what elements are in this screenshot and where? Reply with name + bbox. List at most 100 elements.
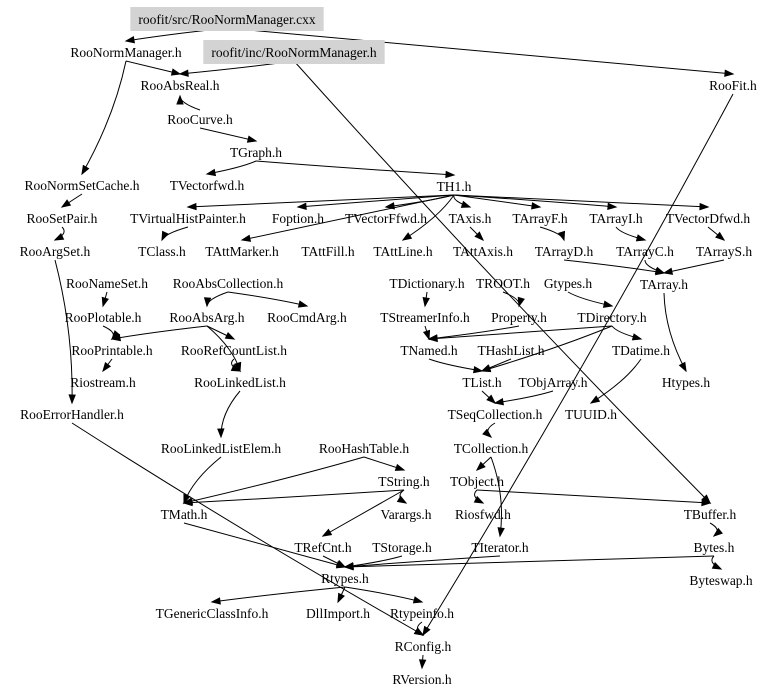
graph-node-tarrayi[interactable]: TArrayI.h: [589, 211, 643, 226]
node-label: TAttAxis.h: [453, 244, 513, 259]
graph-node-linkedlist[interactable]: RooLinkedList.h: [194, 375, 286, 390]
graph-node-tdirectory[interactable]: TDirectory.h: [577, 310, 646, 325]
graph-node-abscoll[interactable]: RooAbsCollection.h: [173, 276, 284, 291]
graph-node-tgraph[interactable]: TGraph.h: [230, 145, 282, 160]
arrowhead-icon: [81, 164, 90, 176]
graph-node-riosfwd[interactable]: Riosfwd.h: [455, 507, 511, 522]
graph-node-htypes[interactable]: Htypes.h: [662, 375, 711, 390]
graph-node-refcountlist[interactable]: RooRefCountList.h: [181, 343, 287, 358]
graph-node-tvectorfwd[interactable]: TVectorfwd.h: [170, 178, 245, 193]
graph-node-absarg[interactable]: RooAbsArg.h: [169, 310, 244, 325]
node-label: TString.h: [378, 474, 430, 489]
graph-node-tbuffer[interactable]: TBuffer.h: [684, 507, 737, 522]
arrowhead-icon: [246, 135, 258, 143]
graph-node-tvectorffwd[interactable]: TVectorFfwd.h: [345, 211, 427, 226]
graph-node-setpair[interactable]: RooSetPair.h: [27, 211, 98, 226]
graph-node-errorhandler[interactable]: RooErrorHandler.h: [20, 407, 124, 422]
graph-node-tarray[interactable]: TArray.h: [640, 277, 688, 292]
node-label: RooAbsCollection.h: [173, 276, 284, 291]
graph-node-tseqcoll[interactable]: TSeqCollection.h: [448, 407, 543, 422]
edge-absarg-to-printable: [111, 325, 208, 340]
graph-node-tarrayf[interactable]: TArrayF.h: [512, 211, 567, 226]
graph-node-argset[interactable]: RooArgSet.h: [20, 244, 91, 259]
graph-node-troot[interactable]: TROOT.h: [476, 276, 530, 291]
graph-node-inc[interactable]: roofit/inc/RooNormManager.h: [203, 40, 385, 64]
graph-node-tstring[interactable]: TString.h: [378, 474, 430, 489]
graph-node-tstorage[interactable]: TStorage.h: [372, 540, 432, 555]
edge-normmgr_h-to-normsetcache: [81, 60, 127, 175]
arrowhead-icon: [654, 266, 666, 274]
graph-node-absreal[interactable]: RooAbsReal.h: [140, 78, 219, 93]
graph-node-tvhp[interactable]: TVirtualHistPainter.h: [130, 211, 246, 226]
graph-node-hashtable[interactable]: RooHashTable.h: [319, 441, 409, 456]
graph-node-titerator[interactable]: TIterator.h: [471, 540, 529, 555]
edge-th1-to-tarrayf: [453, 194, 541, 208]
graph-node-rversion[interactable]: RVersion.h: [392, 672, 452, 687]
graph-node-tmath[interactable]: TMath.h: [161, 507, 208, 522]
node-label: Riosfwd.h: [455, 507, 511, 522]
node-label: TObject.h: [450, 474, 504, 489]
graph-node-trefcnt[interactable]: TRefCnt.h: [294, 540, 352, 555]
graph-node-tdict[interactable]: TDictionary.h: [389, 276, 464, 291]
graph-node-tarrayc[interactable]: TArrayC.h: [616, 244, 674, 259]
graph-node-property[interactable]: Property.h: [491, 310, 547, 325]
graph-node-linkedlistelem[interactable]: RooLinkedListElem.h: [161, 441, 282, 456]
graph-node-roofit[interactable]: RooFit.h: [709, 78, 757, 93]
graph-node-gtypes[interactable]: Gtypes.h: [544, 276, 593, 291]
graph-node-tuuid[interactable]: TUUID.h: [565, 407, 617, 422]
graph-node-plotable[interactable]: RooPlotable.h: [65, 310, 142, 325]
graph-node-varargs[interactable]: Varargs.h: [380, 507, 431, 522]
graph-node-normsetcache[interactable]: RooNormSetCache.h: [24, 178, 139, 193]
graph-node-tobject[interactable]: TObject.h: [450, 474, 504, 489]
graph-node-tobjarray[interactable]: TObjArray.h: [519, 375, 588, 390]
graph-node-tattfill[interactable]: TAttFill.h: [301, 244, 355, 259]
arrowhead-icon: [396, 495, 408, 504]
graph-node-tstreamerinfo[interactable]: TStreamerInfo.h: [380, 310, 470, 325]
graph-node-thashlist[interactable]: THashList.h: [477, 343, 544, 358]
arrowhead-icon: [401, 232, 413, 241]
graph-node-nameset[interactable]: RooNameSet.h: [66, 276, 148, 291]
graph-node-tarrays[interactable]: TArrayS.h: [696, 244, 753, 259]
node-label: RooArgSet.h: [20, 244, 91, 259]
arrowhead-icon: [203, 297, 212, 308]
arrowhead-icon: [178, 69, 189, 77]
node-label: RooHashTable.h: [319, 441, 409, 456]
node-label: RooLinkedList.h: [194, 375, 286, 390]
graph-node-tdatime[interactable]: TDatime.h: [612, 343, 670, 358]
node-label: TDatime.h: [612, 343, 670, 358]
graph-node-rtypes[interactable]: Rtypes.h: [321, 571, 369, 586]
graph-node-tlist[interactable]: TList.h: [462, 375, 502, 390]
node-label: TObjArray.h: [519, 375, 588, 390]
arrowhead-icon: [230, 364, 242, 372]
graph-node-rtypeinfo[interactable]: Rtypeinfo.h: [390, 606, 454, 621]
graph-node-normmgr_h[interactable]: RooNormManager.h: [70, 45, 182, 60]
graph-node-printable[interactable]: RooPrintable.h: [71, 343, 153, 358]
graph-node-tgenericclassinfo[interactable]: TGenericClassInfo.h: [156, 606, 269, 621]
graph-node-src[interactable]: roofit/src/RooNormManager.cxx: [130, 7, 324, 31]
arrowhead-icon: [335, 561, 347, 569]
graph-node-tcollection[interactable]: TCollection.h: [454, 441, 529, 456]
graph-node-tarrayd[interactable]: TArrayD.h: [535, 244, 594, 259]
node-label: RooNormManager.h: [70, 45, 182, 60]
edge-tobject-to-tbuffer: [476, 489, 711, 504]
graph-node-curve[interactable]: RooCurve.h: [167, 112, 233, 127]
graph-node-rconfig[interactable]: RConfig.h: [395, 639, 452, 654]
graph-node-taxis[interactable]: TAxis.h: [449, 211, 492, 226]
arrowhead-icon: [473, 495, 485, 504]
graph-node-byteswap[interactable]: Byteswap.h: [689, 573, 753, 588]
graph-node-dllimport[interactable]: DllImport.h: [306, 606, 370, 621]
graph-node-riostream[interactable]: Riostream.h: [70, 375, 136, 390]
graph-node-bytes[interactable]: Bytes.h: [694, 540, 735, 555]
graph-node-th1[interactable]: TH1.h: [437, 179, 472, 194]
graph-node-tattline[interactable]: TAttLine.h: [373, 244, 433, 259]
graph-node-foption[interactable]: Foption.h: [272, 211, 324, 226]
graph-node-tattaxis[interactable]: TAttAxis.h: [453, 244, 513, 259]
graph-node-tattmarker[interactable]: TAttMarker.h: [205, 244, 279, 259]
node-label: RooSetPair.h: [27, 211, 98, 226]
node-label: RooRefCountList.h: [181, 343, 287, 358]
graph-node-tclass[interactable]: TClass.h: [138, 244, 186, 259]
graph-node-tnamed[interactable]: TNamed.h: [400, 343, 458, 358]
graph-node-cmdarg[interactable]: RooCmdArg.h: [267, 310, 347, 325]
graph-node-tvectordfwd[interactable]: TVectorDfwd.h: [666, 211, 751, 226]
node-label: TUUID.h: [565, 407, 617, 422]
